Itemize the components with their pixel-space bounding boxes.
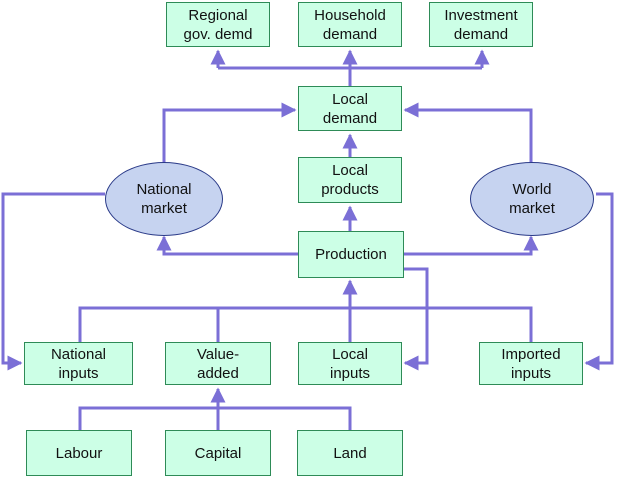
- local-inputs-box: Local inputs: [298, 342, 402, 385]
- imported-inputs-box: Imported inputs: [479, 342, 583, 385]
- connector-production-to-world-market: [404, 235, 539, 256]
- national-inputs-box: National inputs: [24, 342, 133, 385]
- connector-inputs-bus: [78, 306, 533, 342]
- connector-production-to-local-inputs: [403, 267, 429, 371]
- production-box: Production: [298, 231, 404, 278]
- value-added-box: Value- added: [165, 342, 271, 385]
- world-market-ellipse: World market: [470, 162, 594, 236]
- connector-production-to-national-market: [156, 235, 298, 256]
- connector-national-market-to-national-inputs: [1, 192, 105, 371]
- investment-demand-box: Investment demand: [429, 2, 533, 47]
- household-demand-box: Household demand: [298, 2, 402, 47]
- capital-box: Capital: [165, 430, 271, 476]
- national-market-ellipse: National market: [105, 162, 223, 236]
- connector-world-market-to-local-demand: [403, 102, 533, 162]
- connector-factors-bus: [78, 406, 352, 430]
- connector-world-market-to-imported-inputs: [584, 192, 614, 371]
- labour-box: Labour: [26, 430, 132, 476]
- connector-national-market-to-local-demand: [162, 102, 297, 162]
- local-demand-box: Local demand: [298, 86, 402, 131]
- local-products-box: Local products: [298, 157, 402, 203]
- regional-gov-demand-box: Regional gov. demd: [166, 2, 270, 47]
- land-box: Land: [297, 430, 403, 476]
